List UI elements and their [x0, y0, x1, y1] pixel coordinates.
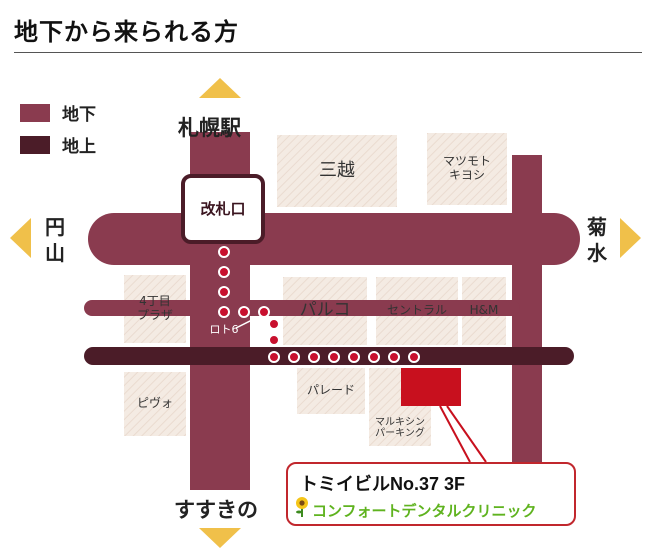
building-label-central: セントラル — [386, 303, 447, 318]
clinic-name: コンフォートデンタルクリニック — [312, 503, 537, 520]
loto6-pointer — [235, 317, 257, 329]
route-dot — [238, 306, 250, 318]
west-arrow-icon — [10, 218, 31, 258]
destination-title: トミイビルNo.37 3F — [300, 474, 466, 494]
south-arrow-icon — [199, 528, 241, 548]
legend-surface-label: 地上 — [62, 137, 96, 157]
east-arrow-icon — [620, 218, 641, 258]
route-dot — [308, 351, 320, 363]
building-label-marukishin-parking: マルキシン パーキング — [375, 416, 425, 440]
building-matsumoto-kiyoshi — [427, 133, 507, 205]
building-mitsukoshi — [277, 135, 397, 207]
building-label-parade: パレード — [306, 383, 355, 398]
building-label-pivo: ピヴォ — [136, 396, 173, 411]
direction-label-north: 札幌駅 — [178, 115, 241, 140]
building-label-parco: パルコ — [299, 300, 351, 321]
route-dot — [408, 351, 420, 363]
route-dot — [328, 351, 340, 363]
building-label-hm: H&M — [469, 303, 499, 318]
building-label-matsumoto-kiyoshi: マツモト キヨシ — [442, 154, 491, 182]
title-divider — [14, 52, 642, 53]
sunflower-icon — [296, 497, 308, 517]
route-dot — [348, 351, 360, 363]
destination-building — [401, 368, 461, 406]
legend-underground: 地下 — [20, 100, 96, 125]
ticket-gate-label: 改札口 — [200, 200, 246, 218]
route-dot — [218, 246, 230, 258]
underground-middle-road — [84, 300, 520, 316]
label-loto6: ロト6 — [209, 322, 239, 336]
route-dot — [368, 351, 380, 363]
route-dot — [268, 334, 280, 346]
route-dot — [388, 351, 400, 363]
destination-callout: トミイビルNo.37 3F コンフォートデンタルクリニック — [286, 462, 576, 526]
route-dot — [218, 266, 230, 278]
destination-pointer-line — [439, 405, 471, 463]
page-title: 地下から来られる方 — [14, 17, 239, 46]
building-parade — [297, 368, 365, 414]
underground-east-west-road — [88, 213, 580, 265]
direction-label-east: 菊水 — [587, 215, 607, 265]
building-pivo — [124, 372, 186, 436]
direction-label-west: 円山 — [45, 215, 65, 265]
legend-surface-swatch — [20, 135, 50, 154]
legend-surface: 地上 — [20, 132, 96, 157]
route-dot — [288, 351, 300, 363]
route-dot — [218, 286, 230, 298]
legend-underground-label: 地下 — [62, 105, 96, 125]
route-dot — [268, 318, 280, 330]
route-dot — [218, 306, 230, 318]
building-label-mitsukoshi: 三越 — [319, 159, 355, 181]
route-dot — [268, 351, 280, 363]
building-label-4chome-plaza: 4丁目 プラザ — [136, 294, 173, 322]
north-arrow-icon — [199, 78, 241, 98]
destination-pointer-line — [446, 405, 487, 463]
legend-underground-swatch — [20, 103, 50, 122]
ticket-gate — [181, 174, 265, 244]
direction-label-south: すすきの — [174, 497, 258, 522]
route-dot — [258, 306, 270, 318]
